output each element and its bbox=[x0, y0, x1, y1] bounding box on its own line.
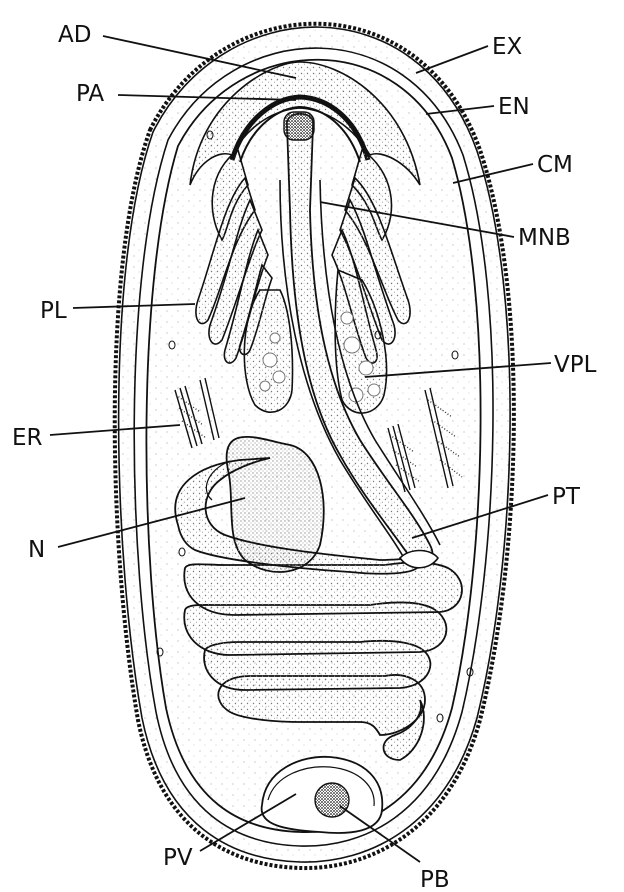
label-ad: AD bbox=[58, 22, 91, 48]
label-en: EN bbox=[498, 94, 530, 120]
label-pa: PA bbox=[76, 81, 104, 107]
vesicular-polaroplast-left bbox=[244, 290, 292, 412]
label-pb: PB bbox=[420, 867, 450, 892]
polar-body bbox=[315, 783, 349, 817]
label-pv: PV bbox=[163, 845, 193, 871]
label-vpl: VPL bbox=[554, 352, 597, 378]
label-ex: EX bbox=[492, 34, 523, 60]
label-pt: PT bbox=[552, 484, 581, 510]
leader-ex bbox=[416, 46, 488, 73]
label-pl: PL bbox=[40, 298, 67, 324]
label-mnb: MNB bbox=[518, 225, 571, 251]
spore-wall bbox=[115, 24, 514, 868]
label-n: N bbox=[28, 537, 45, 563]
label-cm: CM bbox=[537, 152, 573, 178]
label-er: ER bbox=[12, 425, 43, 451]
